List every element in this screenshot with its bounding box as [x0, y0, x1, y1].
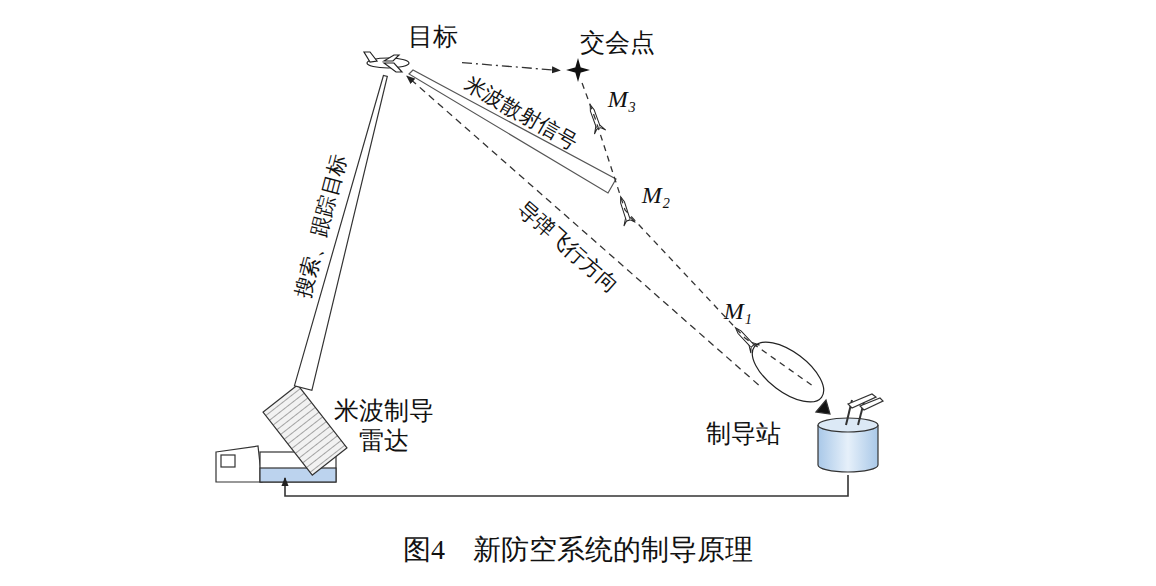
intersection-star — [569, 61, 587, 79]
connector-label: 导弹飞行方向 — [513, 196, 624, 297]
scatter-beam — [409, 70, 616, 193]
missile-label: M₂ — [642, 182, 670, 210]
figure-caption: 图4 新防空系统的制导原理 — [403, 534, 753, 566]
labelled-icon: 米波制导雷达 — [210, 388, 450, 478]
node-label: 米波制导雷达 — [328, 396, 440, 456]
connector-arrow — [462, 63, 560, 71]
node-label: 目标 — [408, 22, 458, 52]
connector-arrow — [407, 76, 759, 385]
connector-arrow — [581, 80, 812, 385]
labelled-icon: 交会点 — [560, 28, 690, 80]
connector-label: 搜索、跟踪目标 — [291, 152, 352, 300]
guidance-lobe — [742, 331, 833, 413]
radar-truck-icon — [216, 385, 347, 482]
signal-label: 米波散射信号 — [460, 71, 581, 154]
node-label: 制导站 — [706, 419, 781, 449]
labelled-icon: 制导站 — [700, 385, 885, 475]
labelled-icon: 目标 — [358, 20, 462, 76]
guidance-station-icon — [816, 394, 883, 472]
missile-label: M₁ — [724, 298, 752, 326]
connector-arrow — [285, 475, 848, 496]
aircraft-icon — [364, 52, 409, 72]
node-label: 交会点 — [580, 28, 655, 58]
missile-label: M₃ — [608, 86, 636, 114]
